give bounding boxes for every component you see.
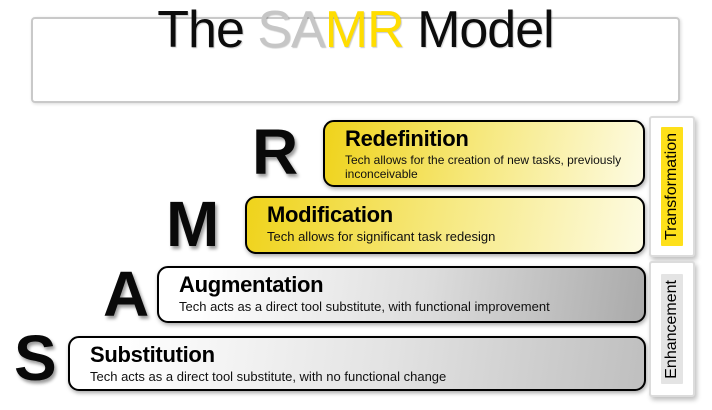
title-letter-m: M xyxy=(324,1,368,59)
title-letter-s: S xyxy=(257,1,292,59)
title-word-model: Model xyxy=(403,1,555,59)
level-title-augmentation: Augmentation xyxy=(179,272,324,297)
level-letter-s: S xyxy=(14,322,57,394)
level-description-redefinition: Tech allows for the creation of new task… xyxy=(345,153,622,182)
level-title-modification: Modification xyxy=(267,202,393,227)
side-label-enhancement: Enhancement xyxy=(649,261,695,397)
title-word-the: The xyxy=(157,1,258,59)
transformation-label: Transformation xyxy=(663,133,680,240)
title-box: The SAMR Model xyxy=(31,1,680,103)
level-box-redefinition: Redefinition Tech allows for the creatio… xyxy=(323,120,645,187)
level-title-substitution: Substitution xyxy=(90,342,215,367)
level-box-augmentation: Augmentation Tech acts as a direct tool … xyxy=(157,266,646,323)
level-letter-m: M xyxy=(166,188,220,260)
enhancement-strip: Enhancement xyxy=(661,273,683,385)
level-description-substitution: Tech acts as a direct tool substitute, w… xyxy=(90,369,447,384)
level-letter-a: A xyxy=(103,258,150,330)
level-title-redefinition: Redefinition xyxy=(345,126,469,151)
level-box-modification: Modification Tech allows for significant… xyxy=(245,196,645,254)
transformation-strip: Transformation xyxy=(661,127,683,246)
title-letter-r: R xyxy=(367,1,405,59)
page-title: The SAMR Model xyxy=(157,0,555,120)
level-letter-r: R xyxy=(252,116,299,188)
level-description-modification: Tech allows for significant task redesig… xyxy=(267,229,496,244)
side-label-transformation: Transformation xyxy=(649,116,695,257)
enhancement-label: Enhancement xyxy=(663,279,680,379)
level-box-substitution: Substitution Tech acts as a direct tool … xyxy=(68,336,646,391)
title-letter-a: A xyxy=(291,1,326,59)
level-description-augmentation: Tech acts as a direct tool substitute, w… xyxy=(179,299,550,314)
